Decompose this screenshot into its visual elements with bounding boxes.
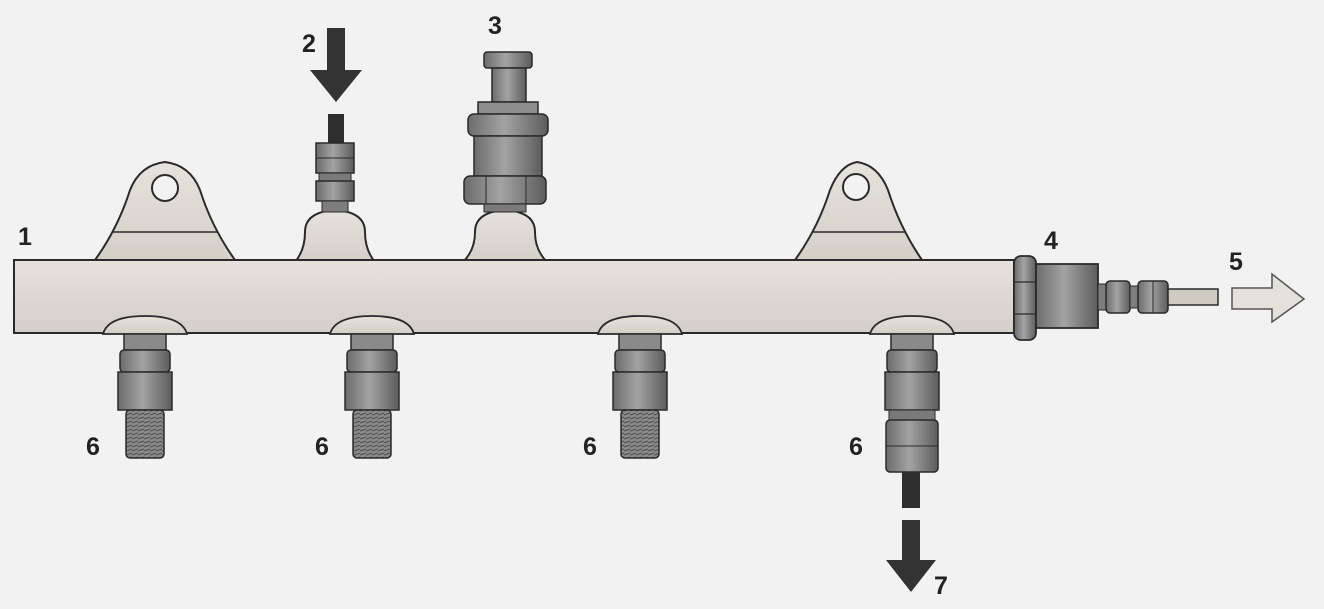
label-return-line: 5: [1229, 248, 1243, 276]
label-outlet-a: 6: [86, 433, 100, 461]
inlet-arrow: [310, 28, 362, 102]
outlet-fitting-b: [344, 333, 400, 459]
inlet-connection: [292, 114, 378, 263]
label-outlet-b: 6: [315, 433, 329, 461]
label-rail: 1: [18, 223, 32, 251]
label-inlet: 2: [302, 30, 316, 58]
label-pressure-sensor: 3: [488, 12, 502, 40]
mounting-bracket-right: [793, 160, 924, 261]
mounting-bracket-left: [93, 160, 237, 261]
label-pressure-limiting-valve: 4: [1044, 227, 1058, 255]
pressure-limiting-valve: [1013, 255, 1219, 341]
return-flow-arrow: [1231, 272, 1306, 324]
outlet-fitting-a: [117, 333, 173, 459]
outlet-fitting-c: [612, 333, 668, 459]
bracket-hole-left: [151, 174, 179, 202]
outlet-fitting-d: [884, 333, 940, 508]
label-leak-return: 7: [934, 572, 948, 600]
outlet-bosses: [101, 315, 956, 335]
bracket-hole-right: [842, 173, 870, 201]
label-outlet-d: 6: [849, 433, 863, 461]
leak-return-arrow: [886, 520, 936, 592]
pressure-sensor: [460, 51, 550, 263]
label-outlet-c: 6: [583, 433, 597, 461]
rail-body: [13, 259, 1015, 334]
